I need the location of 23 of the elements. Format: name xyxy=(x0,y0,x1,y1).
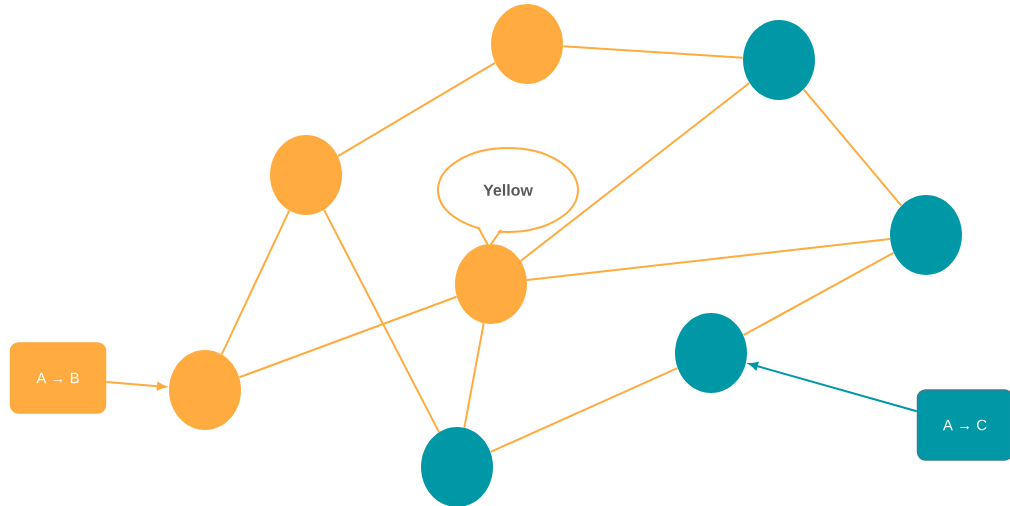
process-box: A → C xyxy=(916,389,1010,461)
circle xyxy=(890,195,962,275)
connector-line xyxy=(220,209,291,356)
connector-line xyxy=(562,45,744,59)
arrow xyxy=(105,380,167,391)
circle xyxy=(491,4,563,84)
connector-line xyxy=(526,238,891,281)
connector-line xyxy=(742,251,895,337)
connector-line xyxy=(489,367,679,453)
circle xyxy=(270,135,342,215)
connector-line xyxy=(519,82,751,262)
connector-line xyxy=(463,322,485,429)
process-box: A → B xyxy=(9,342,107,414)
circle xyxy=(675,313,747,393)
connector-line xyxy=(238,295,458,379)
circle xyxy=(169,350,241,430)
connector-line xyxy=(323,208,440,434)
connector-line xyxy=(802,88,903,207)
circle xyxy=(455,244,527,324)
circle xyxy=(743,20,815,100)
speech-bubble: Yellow xyxy=(437,147,579,248)
arrow xyxy=(748,361,918,413)
connector-line xyxy=(336,61,497,158)
